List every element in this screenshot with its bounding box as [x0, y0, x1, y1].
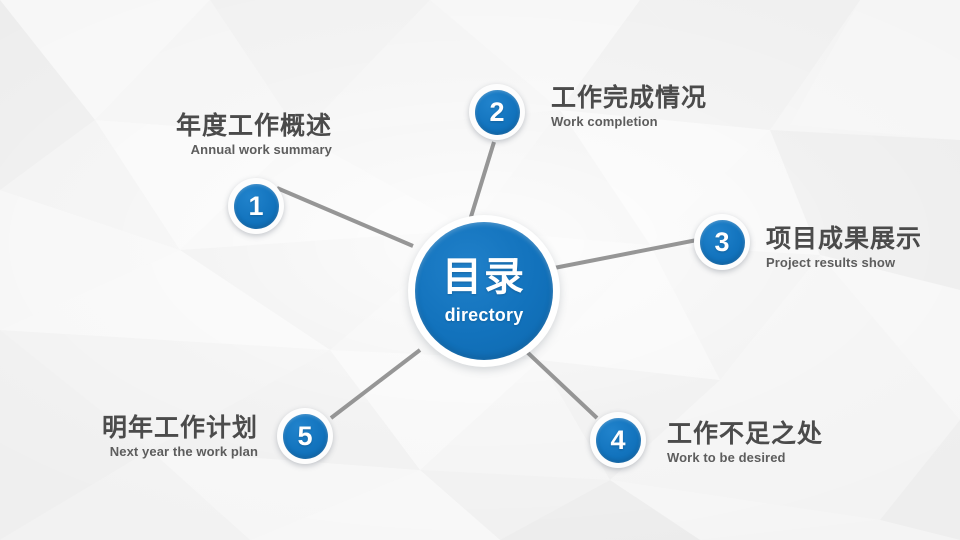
agenda-node-2[interactable]: 2 — [469, 84, 525, 140]
agenda-label-4[interactable]: 工作不足之处 Work to be desired — [667, 420, 823, 466]
agenda-label-2-en: Work completion — [551, 114, 658, 129]
agenda-node-3-disc: 3 — [699, 219, 745, 265]
agenda-label-2[interactable]: 工作完成情况 Work completion — [551, 84, 707, 130]
agenda-label-5-en: Next year the work plan — [109, 444, 258, 459]
agenda-node-4-disc: 4 — [595, 417, 641, 463]
agenda-label-2-cn: 工作完成情况 — [551, 84, 708, 112]
agenda-node-1-disc: 1 — [233, 183, 279, 229]
center-title-en: directory — [444, 305, 524, 325]
agenda-label-5-cn: 明年工作计划 — [101, 414, 258, 442]
agenda-node-4[interactable]: 4 — [590, 412, 646, 468]
agenda-node-1[interactable]: 1 — [228, 178, 284, 234]
agenda-label-4-en: Work to be desired — [667, 450, 786, 465]
agenda-label-3-en: Project results show — [766, 255, 896, 270]
agenda-label-1-cn: 年度工作概述 — [175, 112, 332, 140]
connector-line-3 — [553, 238, 698, 270]
agenda-node-2-disc: 2 — [474, 89, 520, 135]
agenda-node-2-number: 2 — [489, 96, 505, 127]
agenda-label-5[interactable]: 明年工作计划 Next year the work plan — [0, 414, 258, 460]
agenda-node-5-disc: 5 — [282, 413, 328, 459]
agenda-label-3-cn: 项目成果展示 — [766, 225, 923, 253]
agenda-label-3[interactable]: 项目成果展示 Project results show — [766, 225, 922, 271]
connector-line-4 — [525, 350, 599, 420]
connector-line-1 — [276, 186, 414, 248]
agenda-label-4-cn: 工作不足之处 — [667, 420, 824, 448]
connector-line-2 — [468, 141, 496, 221]
agenda-node-4-number: 4 — [610, 424, 626, 455]
agenda-node-1-number: 1 — [248, 190, 264, 221]
agenda-node-5-number: 5 — [297, 420, 313, 451]
agenda-node-3-number: 3 — [714, 226, 730, 257]
agenda-label-1-en: Annual work summary — [190, 142, 332, 157]
agenda-node-3[interactable]: 3 — [694, 214, 750, 270]
agenda-label-1[interactable]: 年度工作概述 Annual work summary — [0, 112, 332, 158]
center-hub: 目录 directory — [408, 215, 560, 367]
center-title-cn: 目录 — [442, 255, 526, 299]
connector-line-5 — [329, 348, 422, 420]
center-hub-disc: 目录 directory — [415, 222, 553, 360]
agenda-node-5[interactable]: 5 — [277, 408, 333, 464]
